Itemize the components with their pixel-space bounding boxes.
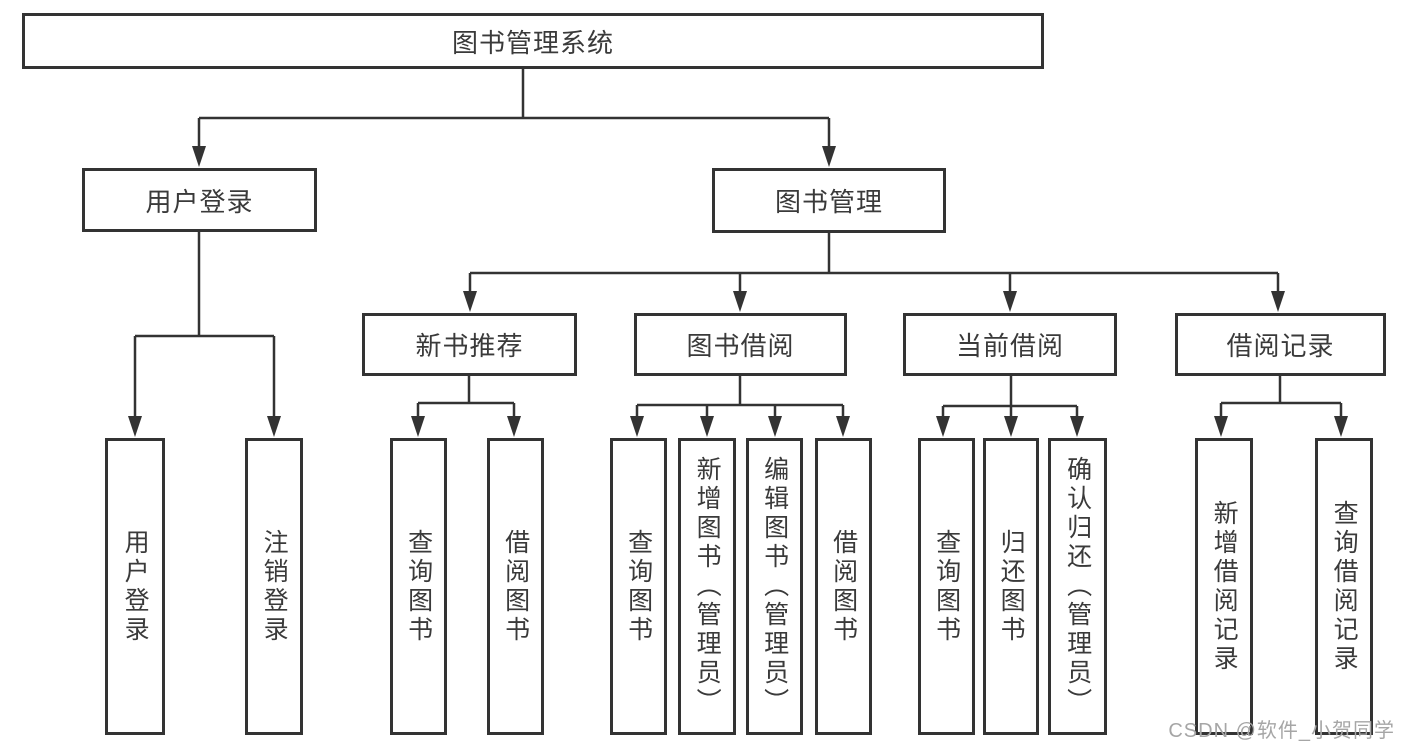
leaf-label: 借阅图书 — [829, 528, 858, 645]
node-label: 借阅记录 — [1226, 331, 1335, 361]
leaf-label: 确认归还（管理员） — [1063, 456, 1092, 717]
leaf-borrow-book: 借阅图书 — [815, 438, 872, 735]
leaf-return-book: 归还图书 — [983, 438, 1039, 735]
leaf-add-book-admin: 新增图书（管理员） — [678, 438, 736, 735]
leaf-add-borrow-record: 新增借阅记录 — [1195, 438, 1253, 735]
leaf-query-book-current: 查询图书 — [918, 438, 975, 735]
node-label: 图书借阅 — [686, 331, 795, 361]
leaf-label: 借阅图书 — [501, 528, 530, 645]
leaf-query-book-recommend: 查询图书 — [390, 438, 447, 735]
leaf-label: 查询图书 — [624, 528, 653, 645]
leaf-logout: 注销登录 — [245, 438, 303, 735]
node-book-management: 图书管理 — [712, 168, 946, 233]
node-book-borrowing: 图书借阅 — [634, 313, 847, 376]
leaf-label: 编辑图书（管理员） — [760, 456, 789, 717]
node-label: 图书管理系统 — [451, 27, 614, 58]
node-new-book-recommend: 新书推荐 — [362, 313, 577, 376]
leaf-query-borrow-record: 查询借阅记录 — [1315, 438, 1373, 735]
leaf-label: 归还图书 — [997, 528, 1026, 645]
node-current-borrowing: 当前借阅 — [903, 313, 1117, 376]
node-user-login: 用户登录 — [82, 168, 317, 232]
node-label: 图书管理 — [774, 187, 883, 217]
watermark: CSDN @软件_小贺同学 — [1168, 720, 1395, 742]
leaf-label: 新增借阅记录 — [1210, 499, 1239, 674]
leaf-label: 查询借阅记录 — [1330, 499, 1359, 674]
leaf-label: 用户登录 — [121, 528, 150, 645]
node-label: 新书推荐 — [415, 331, 524, 361]
node-borrowing-records: 借阅记录 — [1175, 313, 1386, 376]
leaf-confirm-return-admin: 确认归还（管理员） — [1048, 438, 1107, 735]
leaf-borrow-book-recommend: 借阅图书 — [487, 438, 544, 735]
leaf-label: 新增图书（管理员） — [693, 456, 722, 717]
leaf-label: 注销登录 — [260, 528, 289, 645]
node-library-management-system: 图书管理系统 — [22, 13, 1044, 69]
leaf-query-book-borrow: 查询图书 — [610, 438, 667, 735]
leaf-label: 查询图书 — [932, 528, 961, 645]
leaf-user-login: 用户登录 — [105, 438, 165, 735]
node-label: 用户登录 — [145, 186, 254, 217]
node-label: 当前借阅 — [955, 331, 1064, 361]
leaf-label: 查询图书 — [404, 528, 433, 645]
leaf-edit-book-admin: 编辑图书（管理员） — [746, 438, 803, 735]
